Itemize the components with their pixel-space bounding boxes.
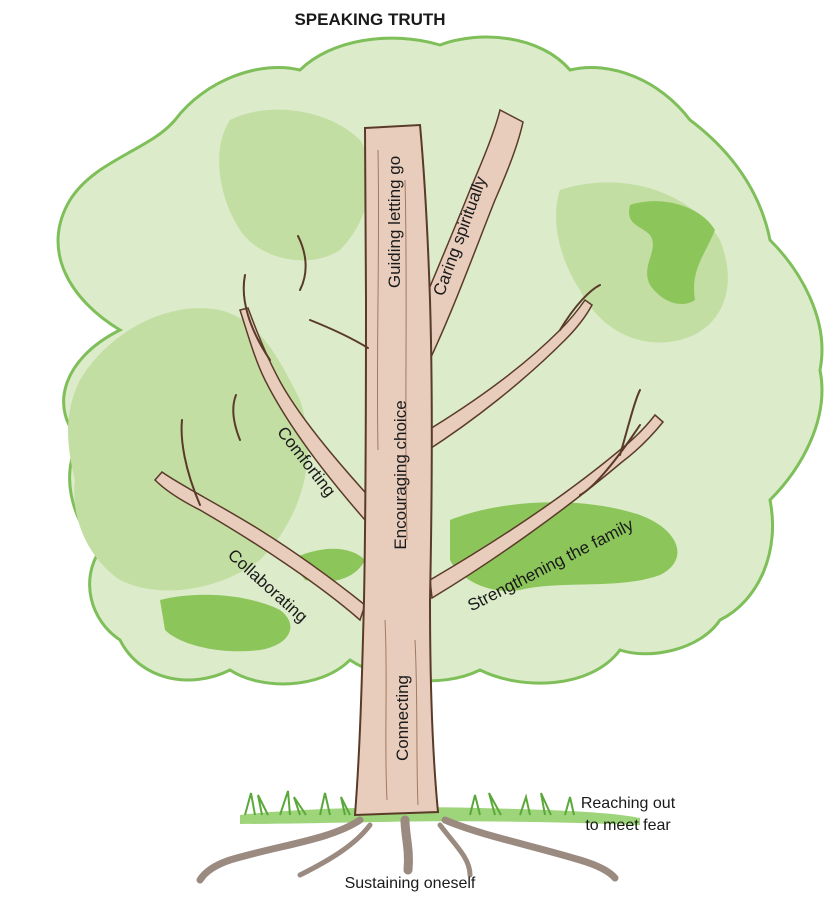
label-sustaining-oneself: Sustaining oneself: [345, 875, 476, 892]
label-reaching-out-line1: Reaching out: [581, 795, 676, 812]
tree-roots: [200, 820, 615, 880]
label-guiding-letting-go: Guiding letting go: [385, 156, 404, 288]
title: SPEAKING TRUTH: [294, 10, 445, 29]
label-encouraging-choice: Encouraging choice: [391, 400, 410, 549]
root-center: [405, 820, 408, 870]
root-left: [200, 820, 360, 880]
label-reaching-out-line2: to meet fear: [585, 817, 671, 834]
root-right-2: [440, 825, 470, 875]
label-connecting: Connecting: [393, 675, 412, 761]
